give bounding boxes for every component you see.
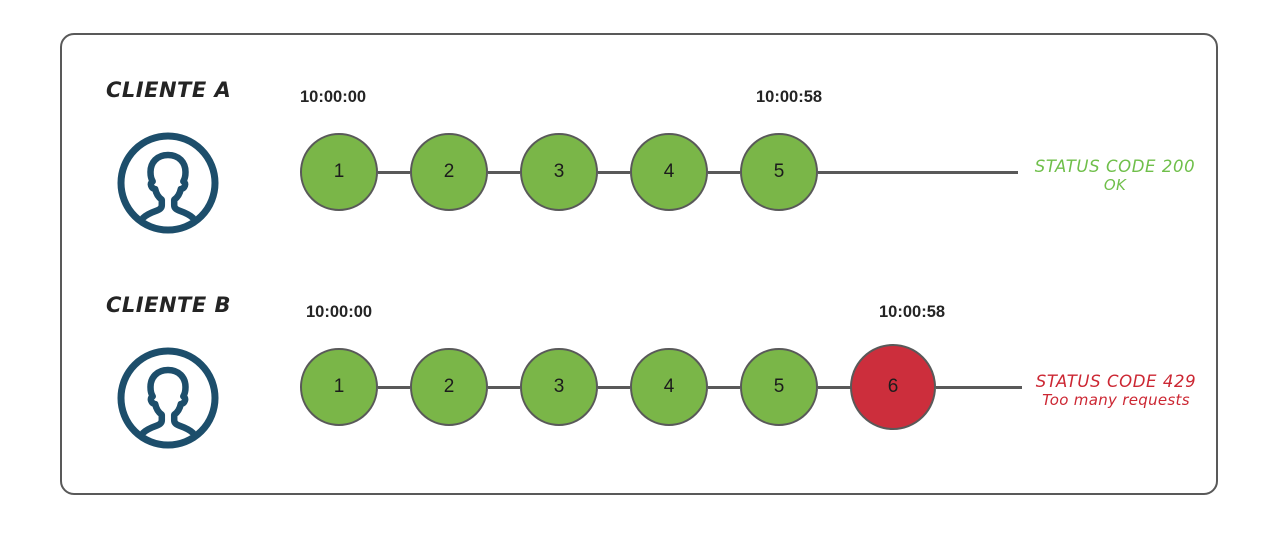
connector — [708, 171, 740, 174]
request-node[interactable]: 3 — [520, 348, 598, 426]
request-node[interactable]: 4 — [630, 348, 708, 426]
connector — [598, 171, 630, 174]
user-avatar-icon — [116, 131, 220, 235]
user-avatar-icon — [116, 346, 220, 450]
request-node-rejected[interactable]: 6 — [850, 344, 936, 430]
status-message-text-b: Too many requests — [1042, 391, 1190, 409]
request-node[interactable]: 3 — [520, 133, 598, 211]
connector — [488, 386, 520, 389]
request-node[interactable]: 1 — [300, 348, 378, 426]
timestamp-end-b: 10:00:58 — [879, 303, 946, 321]
diagram-frame — [60, 33, 1218, 495]
status-badge-a: STATUS CODE 200 OK — [1030, 157, 1200, 194]
status-badge-b: STATUS CODE 429 Too many requests — [1022, 372, 1210, 409]
request-node[interactable]: 5 — [740, 133, 818, 211]
status-code-text-a: STATUS CODE 200 — [1034, 157, 1196, 176]
timestamp-end-a: 10:00:58 — [756, 88, 823, 106]
request-node[interactable]: 2 — [410, 348, 488, 426]
request-node[interactable]: 1 — [300, 133, 378, 211]
request-node[interactable]: 5 — [740, 348, 818, 426]
request-node[interactable]: 4 — [630, 133, 708, 211]
connector — [488, 171, 520, 174]
status-code-text-b: STATUS CODE 429 — [1035, 372, 1197, 391]
request-node[interactable]: 2 — [410, 133, 488, 211]
connector — [708, 386, 740, 389]
timestamp-start-b: 10:00:00 — [306, 303, 373, 321]
status-connector-b — [936, 386, 1022, 389]
connector — [598, 386, 630, 389]
status-connector-a — [818, 171, 1018, 174]
status-message-text-a: OK — [1103, 176, 1127, 194]
connector — [378, 171, 410, 174]
timestamp-start-a: 10:00:00 — [300, 88, 367, 106]
client-b-label: CLIENTE B — [106, 293, 232, 317]
client-a-label: CLIENTE A — [106, 78, 232, 102]
connector — [378, 386, 410, 389]
connector — [818, 386, 854, 389]
